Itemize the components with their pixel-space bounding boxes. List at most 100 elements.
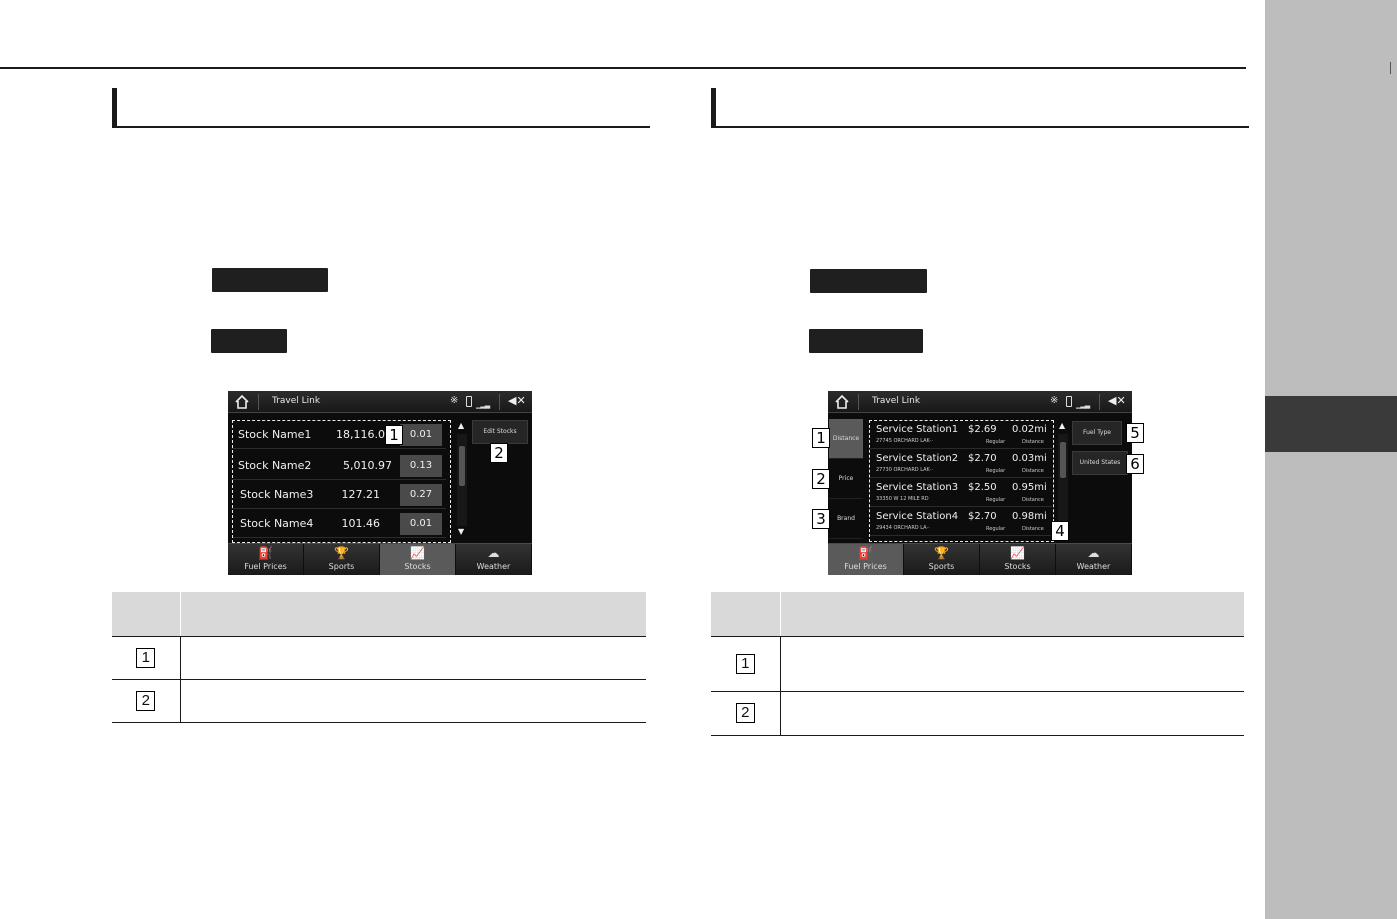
station-row[interactable]: Service Station1 27745 ORCHARD LAK·· $2.… [870, 421, 1052, 449]
table-header-cell [780, 592, 1244, 637]
station-row[interactable]: Service Station4 29434 ORCHARD LA·· $2.7… [870, 508, 1052, 536]
phone-icon [1066, 396, 1072, 407]
table-row: 1 [112, 636, 646, 680]
station-row[interactable]: Service Station3 33350 W 12 MILE RD $2.5… [870, 479, 1052, 507]
bluetooth-icon: ※ [1050, 395, 1059, 406]
tab-sports[interactable]: 🏆Sports [304, 544, 380, 575]
table-header-cell [112, 592, 181, 637]
tab-fuel-prices[interactable]: ⛽ Fuel Prices [228, 544, 304, 575]
table-cell: 1 [112, 636, 181, 680]
callout-4: 4 [1051, 521, 1069, 541]
tab-stocks[interactable]: 📈Stocks [380, 544, 456, 575]
screen-header: Travel Link ※ ▁▂▃ ◀✕ [828, 391, 1132, 413]
bluetooth-icon: ※ [450, 395, 459, 406]
fuel-prices-screen: Travel Link ※ ▁▂▃ ◀✕ Distance Price Bran… [828, 391, 1132, 575]
weather-icon: ☁ [1087, 546, 1100, 560]
table-header-cell [180, 592, 646, 637]
station-address: 29434 ORCHARD LA·· [876, 525, 930, 531]
home-icon[interactable] [834, 394, 850, 410]
tab-label: Fuel Prices [244, 562, 287, 571]
scroll-thumb[interactable] [459, 446, 465, 486]
scroll-up-icon[interactable]: ▲ [1059, 421, 1066, 430]
bottom-tab-bar: ⛽ Fuel Prices 🏆Sports 📈Stocks ☁Weather [228, 543, 532, 575]
stock-row[interactable]: Stock Name2 5,010.97 0.13 [232, 451, 446, 480]
distance-label: Distance [1022, 497, 1044, 503]
station-address: 27745 ORCHARD LAK·· [876, 438, 934, 444]
distance-label: Distance [1022, 468, 1044, 474]
table-cell [780, 691, 1244, 736]
bottom-tab-bar: ⛽Fuel Prices 🏆Sports 📈 Stocks ☁Weather [828, 543, 1132, 575]
price-label: Regular [986, 526, 1006, 532]
table-cell: 2 [711, 691, 781, 736]
right-table: 1 2 [711, 592, 1244, 736]
header-divider [499, 394, 500, 410]
stock-name: Stock Name2 [238, 459, 312, 472]
station-price: $2.70 [968, 511, 997, 522]
right-redacted-label-2 [809, 329, 923, 353]
chapter-side-tab-marker [1265, 396, 1397, 452]
scroll-down-icon[interactable]: ▼ [458, 527, 465, 536]
corner-mark [1390, 62, 1397, 74]
screen-header: Travel Link ※ ▁▂▃ ◀✕ [228, 391, 532, 413]
tab-label: Stocks [1004, 562, 1031, 571]
station-price: $2.70 [968, 453, 997, 464]
scroll-up-icon[interactable]: ▲ [458, 421, 465, 430]
right-redacted-label-1 [810, 269, 927, 293]
mute-icon[interactable]: ◀✕ [508, 394, 526, 407]
header-divider [258, 394, 259, 410]
station-price: $2.50 [968, 482, 997, 493]
tab-weather[interactable]: ☁Weather [456, 544, 532, 575]
left-section-heading [112, 88, 650, 128]
callout-2: 2 [490, 443, 508, 463]
tab-fuel-prices[interactable]: ⛽Fuel Prices [828, 544, 904, 575]
scrollbar[interactable] [1058, 434, 1068, 538]
stock-change: 0.01 [400, 513, 442, 535]
screen-title: Travel Link [872, 396, 921, 406]
home-icon[interactable] [234, 394, 250, 410]
station-list-highlight [869, 420, 1054, 542]
tab-weather[interactable]: ☁Weather [1056, 544, 1132, 575]
chart-icon: 📈 [410, 546, 425, 560]
scrollbar[interactable] [457, 434, 467, 526]
table-header-row [112, 592, 646, 637]
stock-row[interactable]: Stock Name3 127.21 0.27 [232, 480, 446, 509]
table-row: 2 [711, 691, 1244, 736]
distance-label: Distance [1022, 526, 1044, 532]
edit-stocks-button[interactable]: Edit Stocks [472, 420, 528, 444]
signal-icon: ▁▂▃ [476, 401, 490, 409]
signal-icon: ▁▂▃ [1076, 401, 1090, 409]
stock-row[interactable]: Stock Name1 18,116.04 0.01 [232, 420, 446, 449]
table-row: 1 [711, 636, 1244, 692]
station-name: Service Station4 [876, 511, 959, 522]
station-distance: 0.03mi [1012, 453, 1047, 464]
station-name: Service Station3 [876, 482, 959, 493]
station-distance: 0.95mi [1012, 482, 1047, 493]
station-address: 33350 W 12 MILE RD [876, 496, 929, 502]
tab-stocks[interactable]: 📈 Stocks [980, 544, 1056, 575]
table-header-row [711, 592, 1244, 637]
chart-icon: 📈 [1010, 546, 1025, 560]
sort-distance-button[interactable]: Distance [829, 419, 863, 459]
table-row: 2 [112, 679, 646, 723]
tab-label: Sports [928, 562, 955, 571]
station-distance: 0.02mi [1012, 424, 1047, 435]
stock-row[interactable]: Stock Name4 101.46 0.01 [232, 509, 446, 538]
station-row[interactable]: Service Station2 27730 ORCHARD LAK·· $2.… [870, 450, 1052, 478]
region-button[interactable]: United States [1072, 451, 1128, 475]
sort-brand-button[interactable]: Brand [829, 499, 863, 539]
table-cell [780, 636, 1244, 692]
callout-3: 3 [812, 509, 830, 529]
station-address: 27730 ORCHARD LAK·· [876, 467, 934, 473]
scroll-thumb[interactable] [1060, 442, 1066, 478]
fuel-pump-icon: ⛽ [258, 546, 273, 560]
left-table: 1 2 [112, 592, 646, 723]
tab-sports[interactable]: 🏆Sports [904, 544, 980, 575]
mute-icon[interactable]: ◀✕ [1108, 394, 1126, 407]
table-cell [180, 636, 646, 680]
sort-price-button[interactable]: Price [829, 459, 863, 499]
fuel-type-button[interactable]: Fuel Type [1072, 421, 1122, 445]
price-label: Regular [986, 468, 1006, 474]
left-redacted-label-2 [211, 329, 287, 353]
top-rule [0, 67, 1246, 69]
row-number: 1 [136, 647, 156, 668]
